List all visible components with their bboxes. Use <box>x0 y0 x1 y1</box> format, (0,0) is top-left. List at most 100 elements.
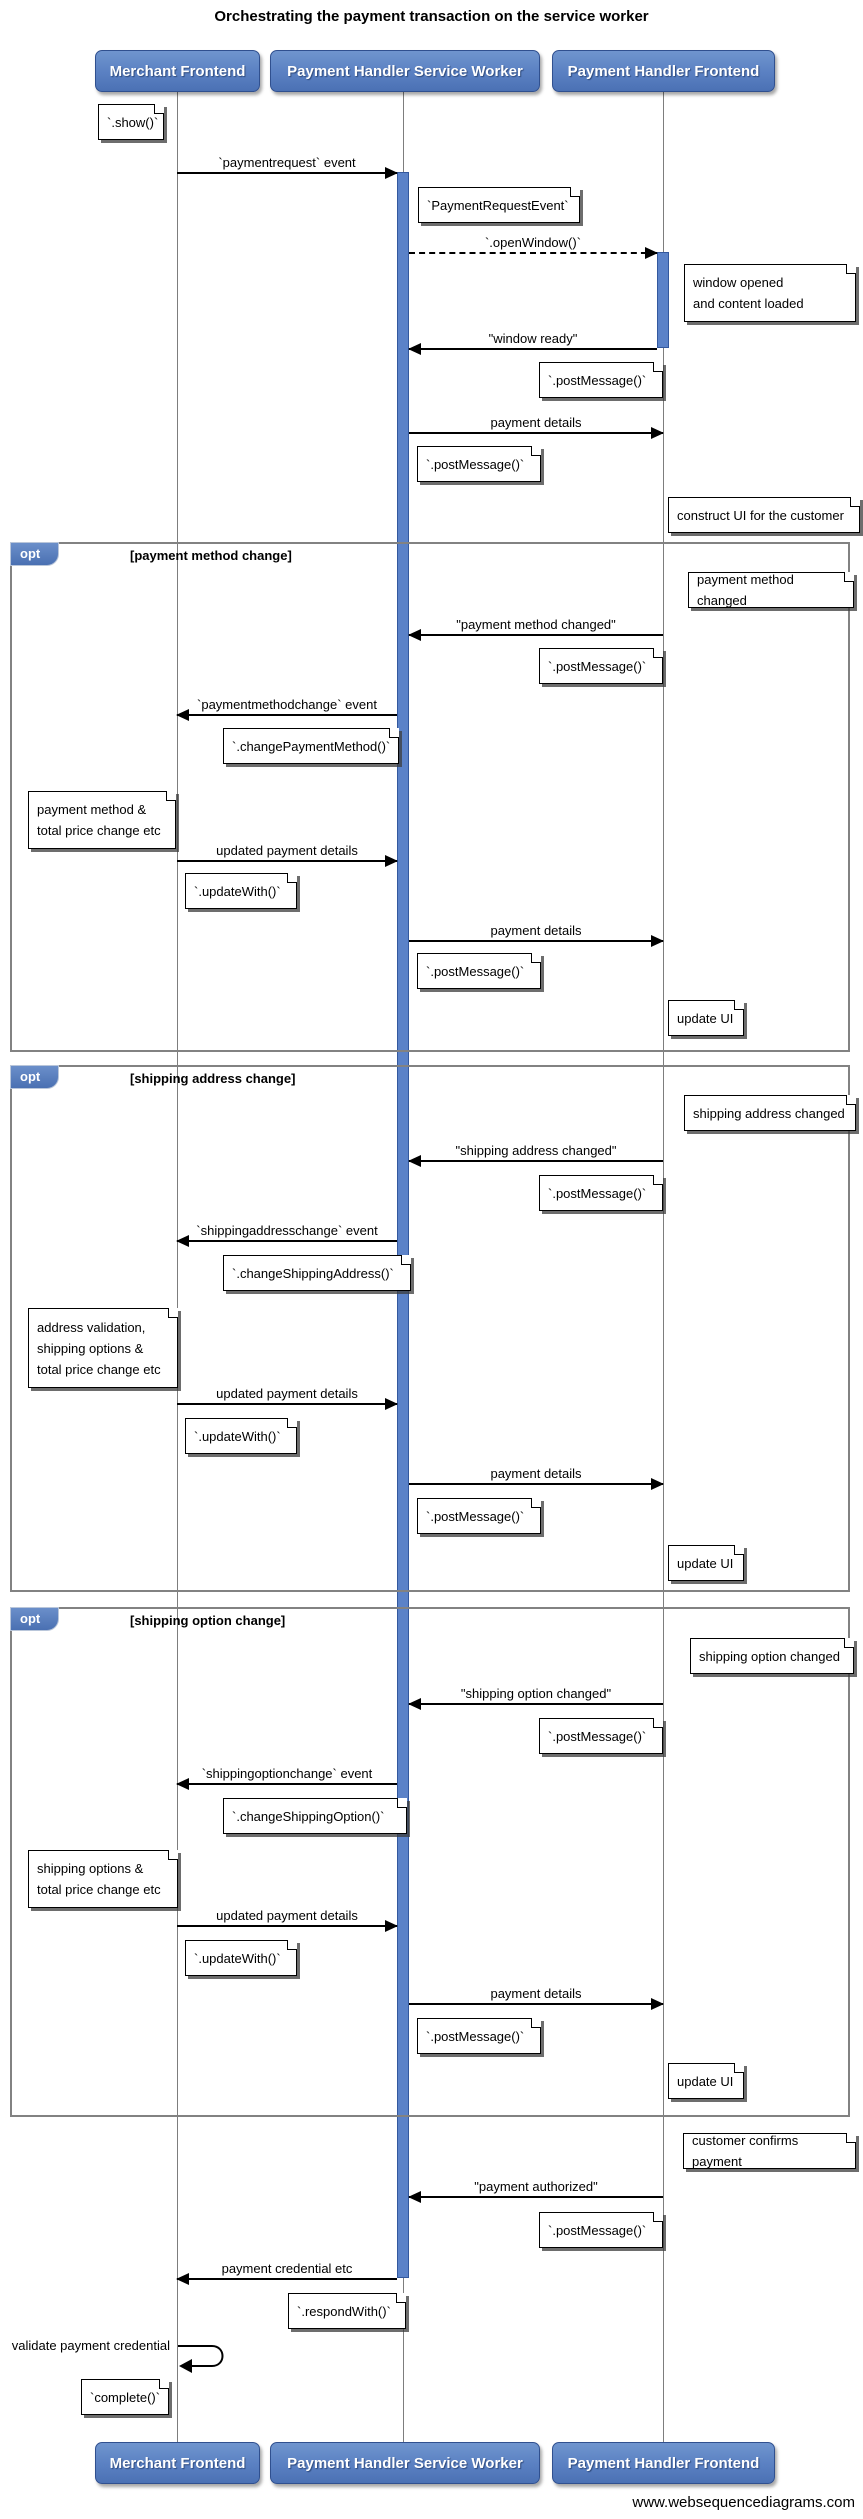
note-text: `.changePaymentMethod()` <box>232 738 391 754</box>
message-label: `shippingoptionchange` event <box>201 1766 373 1781</box>
message-label: updated payment details <box>216 1908 358 1923</box>
note-update-ui: update UI <box>668 1545 744 1581</box>
activation-handler-frontend <box>657 252 669 348</box>
message-payment-details: payment details <box>409 1981 664 2010</box>
arrowhead-icon <box>385 1398 398 1410</box>
activation-service-worker <box>397 172 409 2278</box>
actor-label: Merchant Frontend <box>109 62 246 80</box>
message-window-ready: "window ready" <box>408 326 657 355</box>
note-text: `.updateWith()` <box>194 1950 281 1966</box>
note-text: `PaymentRequestEvent` <box>427 197 569 213</box>
message-line <box>409 1160 663 1162</box>
actor-label: Merchant Frontend <box>109 2454 246 2472</box>
message-line <box>177 1403 397 1405</box>
note-change-shipping-address: `.changeShippingAddress()` <box>223 1255 411 1291</box>
note-text: shipping options & total price change et… <box>37 1861 161 1897</box>
note-post-message: `.postMessage()` <box>539 1175 663 1211</box>
note-text: `.updateWith()` <box>194 883 281 899</box>
opt-operator-tab: opt <box>10 542 60 566</box>
note-text: `.postMessage()` <box>426 1508 525 1524</box>
arrowhead-icon <box>385 1920 398 1932</box>
message-paymentmethodchange-event: `paymentmethodchange` event <box>176 692 397 721</box>
arrowhead-icon <box>176 2273 189 2285</box>
note-text: `.changeShippingAddress()` <box>232 1265 394 1281</box>
note-payment-request-event: `PaymentRequestEvent` <box>418 187 580 223</box>
note-text: `.changeShippingOption()` <box>232 1808 385 1824</box>
note-text: `.postMessage()` <box>426 963 525 979</box>
message-line <box>177 1240 397 1242</box>
actor-merchant-frontend-top: Merchant Frontend <box>95 50 260 92</box>
note-text: `.postMessage()` <box>548 372 647 388</box>
note-text: `.postMessage()` <box>548 1728 647 1744</box>
actor-label: Payment Handler Service Worker <box>287 2454 523 2472</box>
message-updated-payment-details: updated payment details <box>177 1903 398 1932</box>
note-text: `.postMessage()` <box>548 1185 647 1201</box>
opt-condition: [shipping address change] <box>130 1071 296 1086</box>
opt-condition: [shipping option change] <box>130 1613 286 1628</box>
lifeline-handler-frontend <box>663 92 664 2442</box>
actor-label: Payment Handler Service Worker <box>287 62 523 80</box>
fragment-opt-shipping-address: opt [shipping address change] <box>10 1065 850 1592</box>
arrowhead-icon <box>651 1998 664 2010</box>
self-message-validate-loop <box>178 2345 224 2373</box>
message-label: "window ready" <box>488 331 578 346</box>
note-post-message: `.postMessage()` <box>539 2212 663 2248</box>
note-change-payment-method: `.changePaymentMethod()` <box>223 728 399 764</box>
message-payment-details: payment details <box>409 1461 664 1490</box>
arrowhead-icon <box>176 1778 189 1790</box>
note-merchant-address-validation: address validation, shipping options & t… <box>28 1308 178 1388</box>
note-update-ui: update UI <box>668 2063 744 2099</box>
message-updated-payment-details: updated payment details <box>177 838 398 867</box>
note-respond-with: `.respondWith()` <box>288 2293 406 2329</box>
arrowhead-icon <box>408 343 421 355</box>
message-line <box>409 940 663 942</box>
note-text: payment method changed <box>697 572 794 608</box>
note-payment-method-changed: payment method changed <box>688 572 854 608</box>
note-post-message: `.postMessage()` <box>417 446 541 482</box>
note-text: customer confirms payment <box>692 2133 799 2169</box>
arrowhead-icon <box>645 247 658 259</box>
arrowhead-icon <box>385 855 398 867</box>
note-update-with: `.updateWith()` <box>185 873 297 909</box>
message-payment-details: payment details <box>409 918 664 947</box>
message-label: payment details <box>490 923 582 938</box>
message-shipping-address-changed: "shipping address changed" <box>408 1138 663 1167</box>
message-line <box>177 1783 397 1785</box>
note-post-message: `.postMessage()` <box>539 648 663 684</box>
message-payment-method-changed: "payment method changed" <box>408 612 663 641</box>
message-shippingoptionchange-event: `shippingoptionchange` event <box>176 1761 397 1790</box>
fragment-opt-payment-method: opt [payment method change] <box>10 542 850 1052</box>
message-line <box>177 2278 397 2280</box>
note-complete: `complete()` <box>81 2379 169 2415</box>
message-label: "shipping option changed" <box>460 1686 612 1701</box>
message-line <box>409 634 663 636</box>
diagram-title: Orchestrating the payment transaction on… <box>214 8 649 25</box>
self-message-label: validate payment credential <box>11 2338 170 2353</box>
note-text: update UI <box>677 2073 734 2089</box>
message-line <box>409 1703 663 1705</box>
note-shipping-address-changed: shipping address changed <box>684 1095 856 1131</box>
message-label: `.openWindow()` <box>484 235 582 250</box>
arrowhead-icon <box>651 1478 664 1490</box>
message-label: payment details <box>490 1466 582 1481</box>
message-label: `shippingaddresschange` event <box>196 1223 378 1238</box>
message-line <box>177 172 397 174</box>
note-text: `complete()` <box>90 2389 161 2405</box>
actor-service-worker-bottom: Payment Handler Service Worker <box>270 2442 540 2484</box>
message-paymentrequest-event: `paymentrequest` event <box>177 150 398 179</box>
actor-service-worker-top: Payment Handler Service Worker <box>270 50 540 92</box>
message-label: "payment method changed" <box>456 617 616 632</box>
arrowhead-icon <box>408 1698 421 1710</box>
note-text: `.postMessage()` <box>426 456 525 472</box>
note-text: `.postMessage()` <box>548 2222 647 2238</box>
opt-condition: [payment method change] <box>130 548 292 563</box>
message-line <box>409 2196 663 2198</box>
message-shipping-option-changed: "shipping option changed" <box>408 1681 663 1710</box>
note-construct-ui: construct UI for the customer <box>668 497 860 533</box>
opt-operator-tab: opt <box>10 1607 60 1631</box>
note-text: construct UI for the customer <box>677 507 844 523</box>
arrowhead-icon <box>176 1235 189 1247</box>
arrowhead-icon <box>651 427 664 439</box>
message-label: payment credential etc <box>221 2261 353 2276</box>
note-text: address validation, shipping options & t… <box>37 1319 161 1377</box>
